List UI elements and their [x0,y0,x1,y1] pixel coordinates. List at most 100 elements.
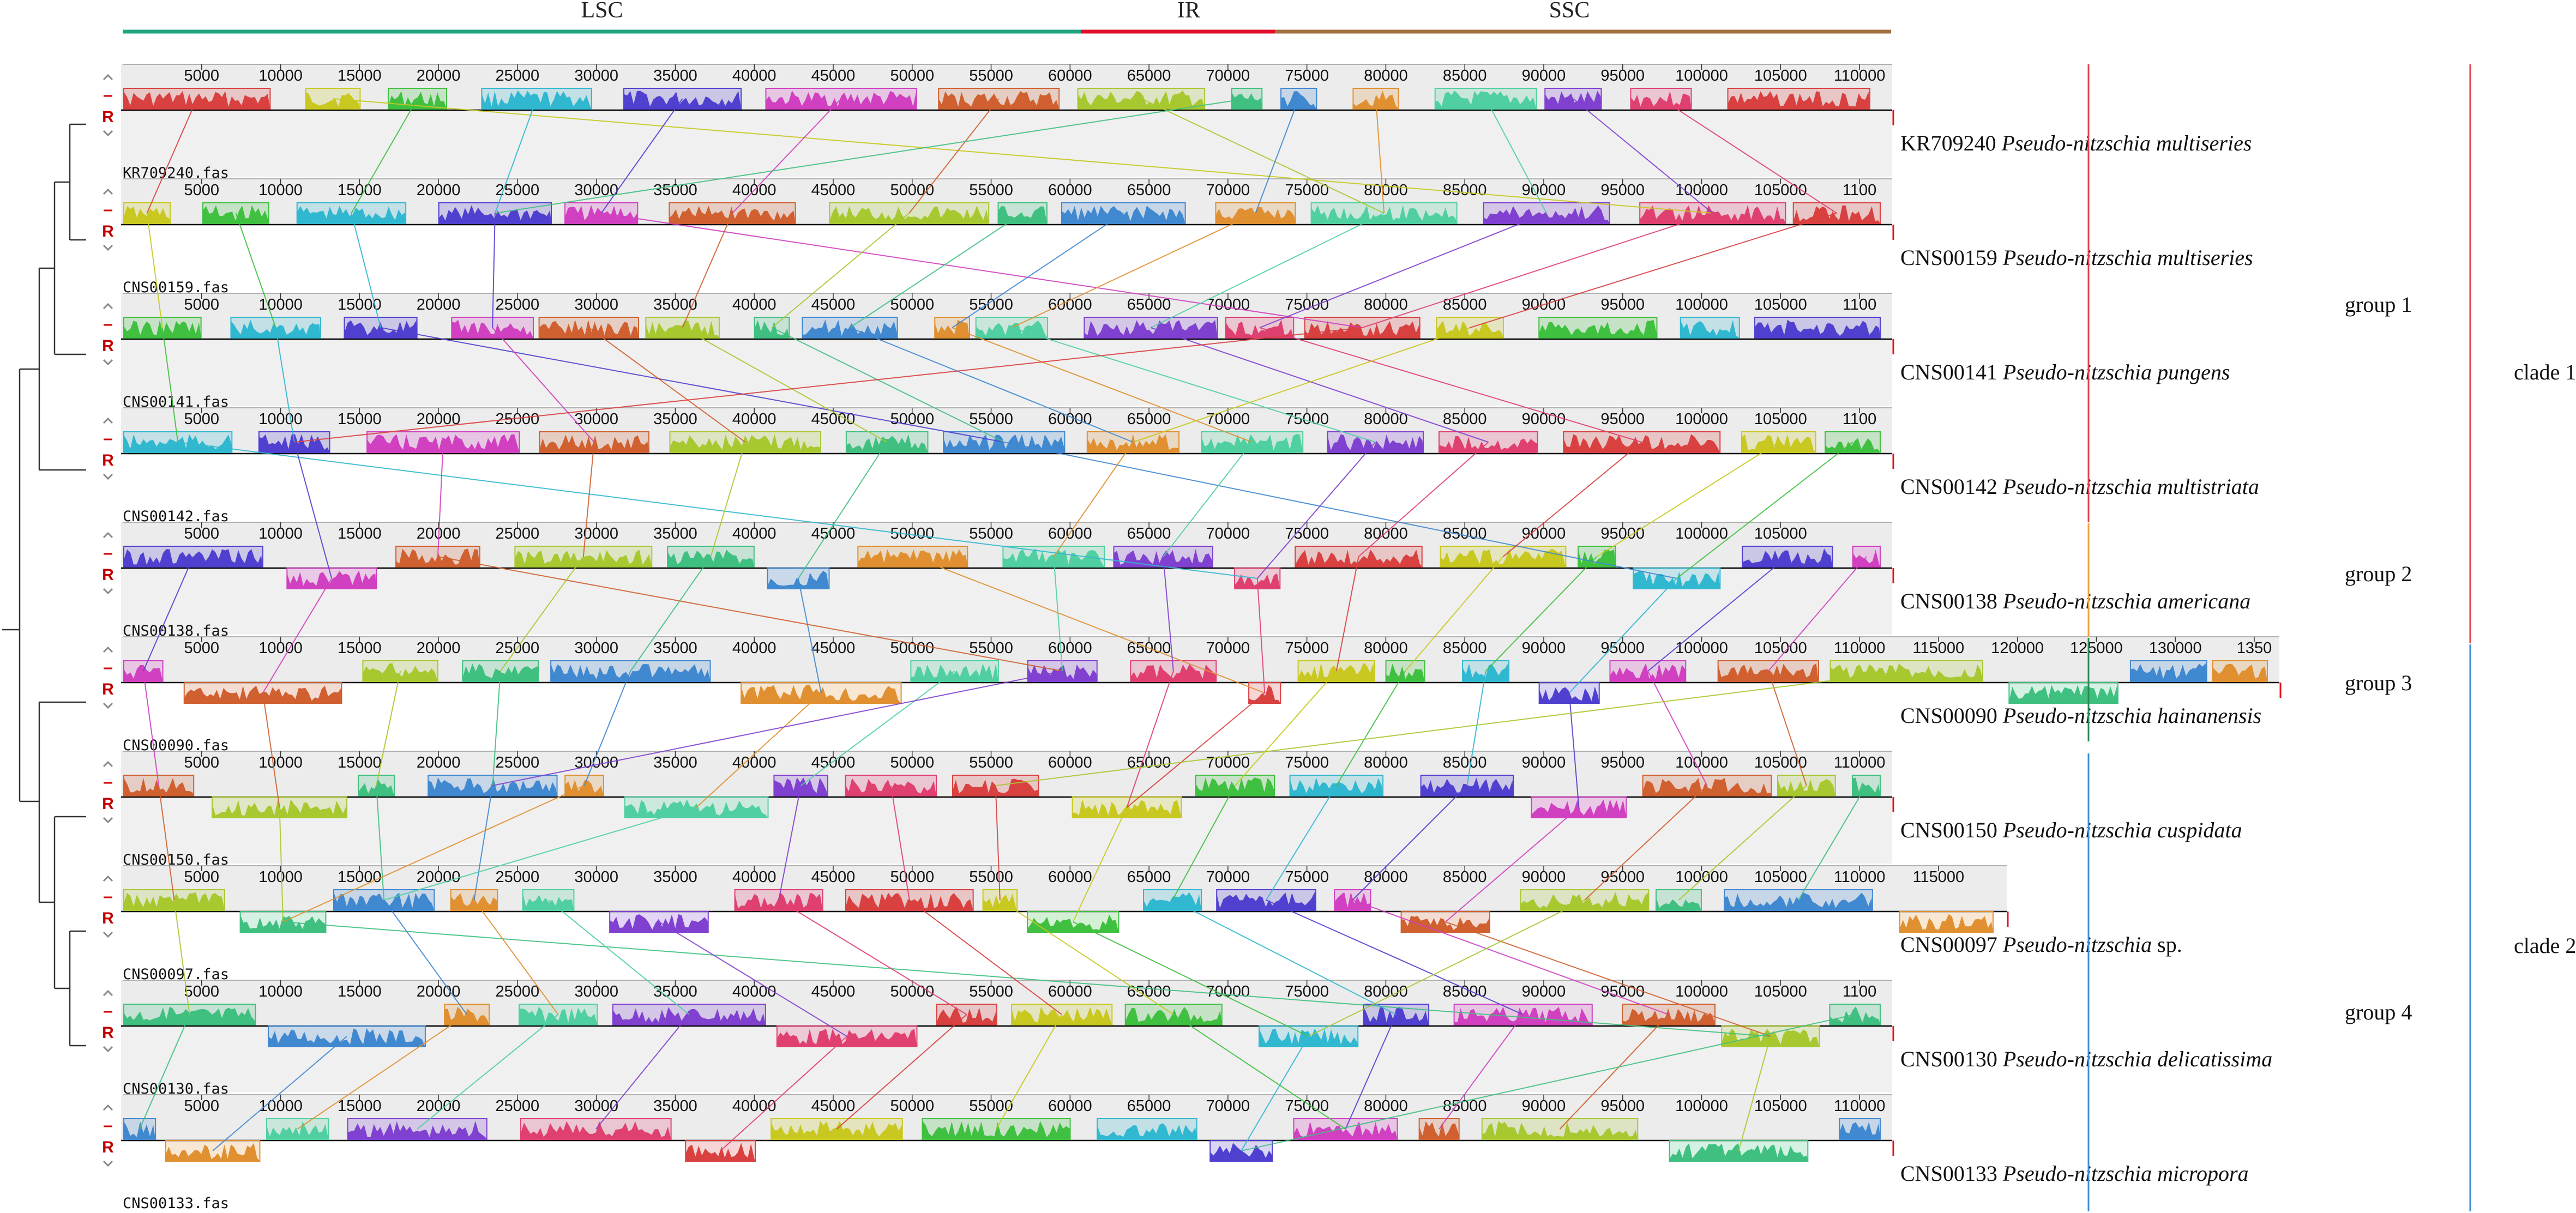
chevron-down-icon[interactable] [103,817,113,824]
track-controls[interactable]: R [102,532,114,595]
ruler-tick-label: 15000 [338,182,382,199]
lcb-block-outline [1438,431,1538,453]
lcb-connector [1266,900,1524,1015]
lcb-block-outline [669,431,821,453]
lcb-connector [297,1014,467,1130]
ruler-tick-label: 25000 [496,411,540,428]
lcb-connector [912,556,1265,693]
track-controls[interactable]: R [102,303,114,366]
chevron-up-icon[interactable] [103,188,113,195]
lcb-block-outline [1363,1004,1430,1025]
lcb-connector [158,785,175,901]
r-button[interactable]: R [102,566,114,584]
lcb-block [1097,1118,1197,1140]
lcb-block-outline [428,775,558,796]
lcb-connector [437,442,444,557]
ruler-tick-label: 35000 [653,868,697,886]
chevron-down-icon[interactable] [103,1160,113,1167]
track-controls[interactable]: R [102,875,114,938]
lcb-block [771,1118,903,1140]
lcb-connector [235,213,276,328]
ruler-tick-label: 100000 [1675,754,1728,771]
track-controls[interactable]: R [102,188,114,251]
r-button[interactable]: R [102,1024,114,1042]
ruler-tick-label: 75000 [1285,296,1329,313]
chevron-down-icon[interactable] [103,588,113,595]
lcb-block [1061,202,1186,224]
lcb-block [1609,660,1687,682]
lcb-block-outline [776,1025,918,1047]
ruler-tick-label: 30000 [574,67,618,85]
ruler-tick-label: 70000 [1206,67,1250,85]
chevron-up-icon[interactable] [103,761,113,768]
species-name: Pseudo-nitzschia [2002,932,2152,957]
r-button[interactable]: R [102,1138,114,1156]
lcb-block-outline [1483,202,1610,224]
track-controls[interactable]: R [102,417,114,480]
lcb-connector [1011,213,1256,328]
chevron-up-icon[interactable] [103,74,113,81]
lcb-connector [1502,442,1642,557]
r-button[interactable]: R [102,108,114,126]
lcb-block-outline [1420,775,1514,796]
species-code: CNS00090 [1900,703,2003,728]
lcb-connector [494,98,538,214]
chevron-up-icon[interactable] [103,417,113,424]
lcb-block-profile [1669,1143,1808,1161]
chevron-up-icon[interactable] [103,303,113,310]
lcb-block-profile [1741,434,1816,452]
chevron-up-icon[interactable] [103,989,113,997]
species-labels: KR709240 Pseudo-nitzschia multiseriesCNS… [1900,131,2272,1186]
species-label: CNS00150 Pseudo-nitzschia cuspidata [1900,818,2242,842]
ruler-tick-label: 100000 [1675,182,1728,199]
ruler-tick-label: 85000 [1443,525,1487,542]
r-button[interactable]: R [102,909,114,927]
lcb-connector [1678,785,1807,901]
ruler-tick-label: 130000 [2149,639,2202,657]
r-button[interactable]: R [102,451,114,469]
r-button[interactable]: R [102,795,114,813]
lcb-connector [142,671,160,786]
chevron-down-icon[interactable] [103,244,113,251]
lcb-block-outline [773,775,828,796]
lcb-block-outline [1851,775,1881,796]
chevron-down-icon[interactable] [103,931,113,938]
lcb-block-outline [1721,1025,1820,1047]
track-background [121,751,1892,797]
ruler-tick-label: 75000 [1285,182,1329,199]
lcb-connector [1012,327,1376,443]
chevron-down-icon[interactable] [103,1046,113,1053]
lcb-connector [499,556,584,672]
track-controls[interactable]: R [102,1104,114,1167]
chevron-up-icon[interactable] [103,1104,113,1111]
r-button[interactable]: R [102,337,114,355]
chevron-down-icon[interactable] [103,473,113,480]
chevron-up-icon[interactable] [103,532,113,539]
chevron-down-icon[interactable] [103,359,113,366]
lcb-connector [630,556,712,672]
lcb-block-outline [1077,88,1206,110]
track-controls[interactable]: R [102,74,114,137]
track-controls[interactable]: R [102,989,114,1053]
lcb-block-outline [1578,546,1616,568]
lcb-block-profile [936,1006,997,1025]
ruler-tick-label: 65000 [1127,525,1171,542]
r-button[interactable]: R [102,222,114,240]
chevron-up-icon[interactable] [103,875,113,882]
lcb-block-outline [1289,775,1384,796]
lcb-block-outline [123,1004,256,1025]
ruler-tick-label: 110000 [1834,868,1886,886]
lcb-connector [682,213,733,328]
lcb-block [444,1004,490,1025]
lcb-block [1531,796,1627,818]
track-controls[interactable]: R [102,761,114,824]
chevron-up-icon[interactable] [103,646,113,653]
lcb-block-outline [1327,431,1424,453]
track-controls[interactable]: R [102,646,114,709]
lcb-block-profile [452,319,534,338]
lcb-block [938,88,1060,110]
lcb-connector [1405,556,1504,672]
chevron-down-icon[interactable] [103,702,113,709]
r-button[interactable]: R [102,680,114,698]
chevron-down-icon[interactable] [103,130,113,137]
